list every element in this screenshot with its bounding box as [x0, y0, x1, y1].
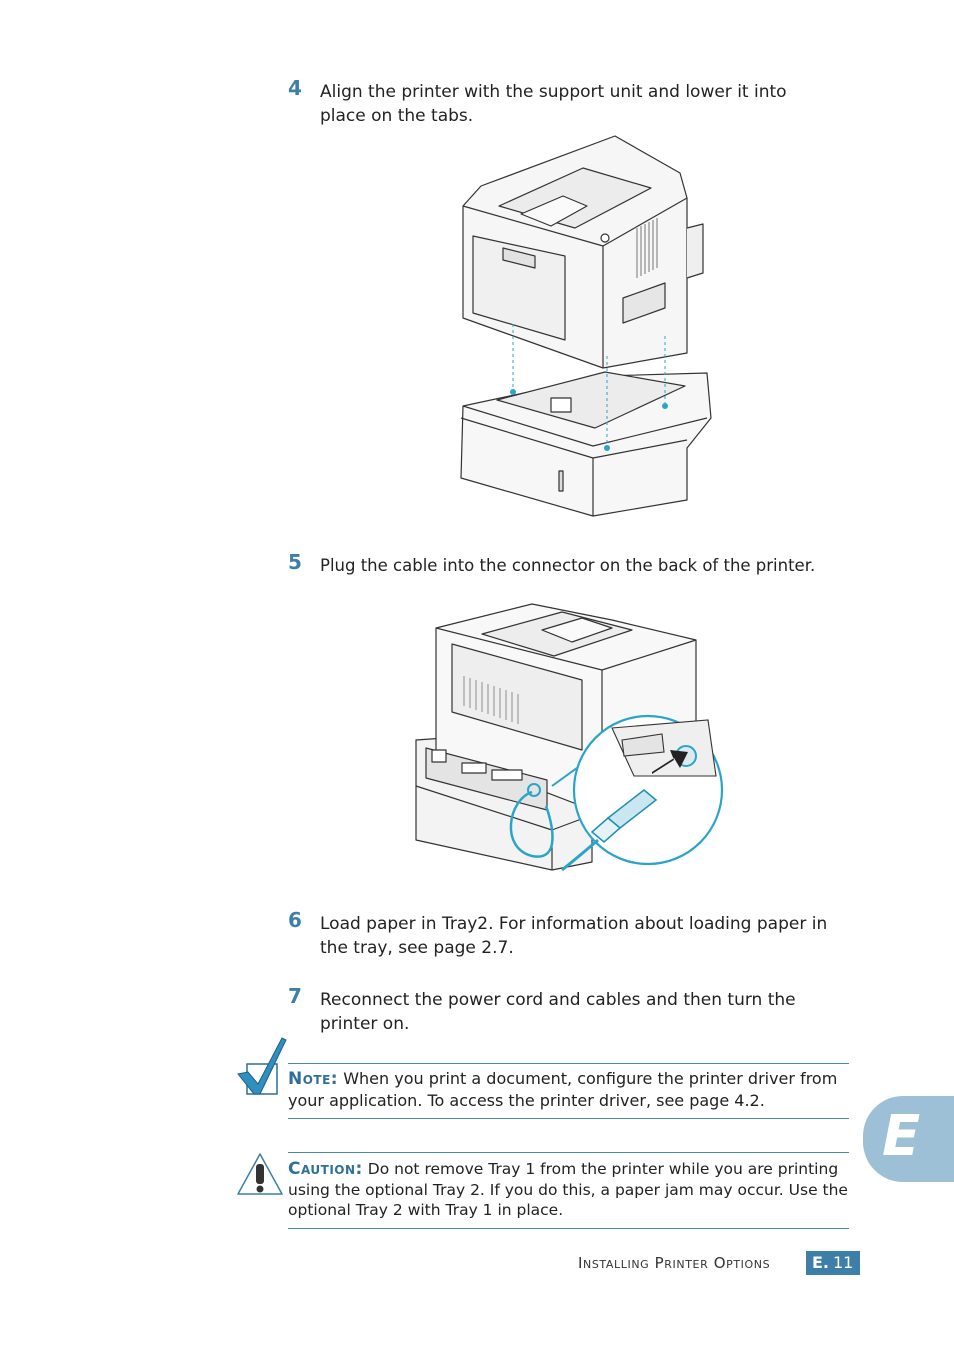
- step-text: Reconnect the power cord and cables and …: [320, 990, 796, 1034]
- step-text: Align the printer with the support unit …: [320, 82, 787, 126]
- note-top-rule: [288, 1063, 849, 1064]
- caution-callout: Caution: Do not remove Tray 1 from the p…: [288, 1159, 848, 1221]
- chapter-letter: E: [882, 1104, 921, 1169]
- caution-bottom-rule: [288, 1228, 849, 1229]
- step-number: 4: [288, 76, 302, 100]
- page-number: 11: [833, 1253, 854, 1272]
- step-text: Load paper in Tray2. For information abo…: [320, 914, 828, 958]
- note-text: When you print a document, configure the…: [288, 1069, 838, 1110]
- step-number: 5: [288, 550, 302, 574]
- printer-alignment-illustration: [460, 135, 712, 517]
- note-callout: Note: When you print a document, configu…: [288, 1068, 848, 1111]
- footer-section-title: Installing Printer Options: [578, 1254, 771, 1272]
- caution-top-rule: [288, 1152, 849, 1153]
- step-text: Plug the cable into the connector on the…: [320, 556, 816, 575]
- note-bottom-rule: [288, 1118, 849, 1119]
- caution-label: Caution:: [288, 1159, 363, 1179]
- cable-connection-illustration: [415, 603, 724, 872]
- note-label: Note:: [288, 1069, 339, 1089]
- step-number: 6: [288, 908, 302, 932]
- checkmark-note-icon: [237, 1037, 287, 1095]
- caution-text: Do not remove Tray 1 from the printer wh…: [288, 1160, 848, 1219]
- chapter-tab: [863, 1096, 954, 1182]
- step-number: 7: [288, 984, 302, 1008]
- page-prefix: E.: [812, 1253, 830, 1272]
- caution-exclamation-icon: [237, 1153, 283, 1195]
- page-number-badge: E. 11: [806, 1251, 860, 1275]
